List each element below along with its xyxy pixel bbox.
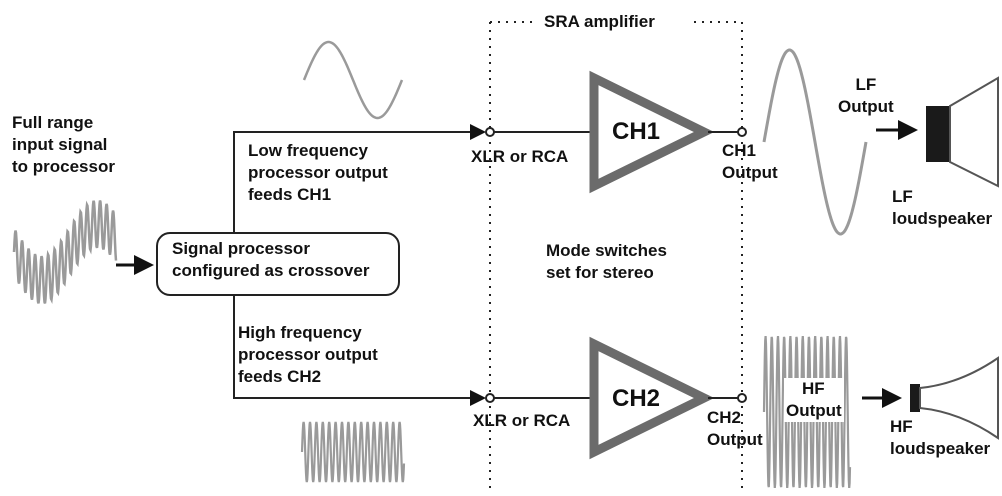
hf-output-label: HF Output — [784, 378, 844, 422]
full-range-input-waveform — [12, 200, 118, 305]
sra-amplifier-boundary — [489, 21, 743, 494]
lf-loudspeaker-label: LF loudspeaker — [892, 187, 993, 228]
ch2-amplifier — [494, 336, 747, 460]
hf-loudspeaker-icon — [910, 356, 999, 440]
lf-loudspeaker-icon — [926, 76, 999, 188]
ch2-name: CH2 — [612, 385, 661, 412]
ch2-output-label: CH2 Output — [707, 408, 763, 449]
ch1-output-label: CH1 Output — [722, 141, 778, 182]
lf-output-label: LF Output — [838, 75, 894, 116]
signal-processor-box — [156, 232, 400, 296]
high-frequency-feed-label: High frequency processor output feeds CH… — [238, 323, 378, 386]
hf-loudspeaker-label: HF loudspeaker — [890, 417, 991, 458]
mode-switches-label: Mode switches set for stereo — [546, 241, 667, 282]
ch1-input-label: XLR or RCA — [471, 147, 569, 166]
lf-arrow-icon — [876, 120, 918, 140]
low-frequency-feed-label: Low frequency processor output feeds CH1 — [248, 141, 388, 204]
ch1-name: CH1 — [612, 118, 661, 145]
signal-processor-label: Signal processor configured as crossover — [172, 239, 370, 280]
hf-output-waveform — [762, 336, 852, 488]
input-arrow-icon — [116, 255, 154, 275]
ch1-amplifier — [494, 70, 747, 194]
input-signal-label: Full range input signal to processor — [12, 113, 115, 176]
ch2-input-label: XLR or RCA — [473, 411, 571, 430]
hf-arrow-icon — [862, 388, 902, 408]
low-frequency-waveform — [302, 40, 404, 120]
high-frequency-signal-line — [233, 296, 495, 406]
lf-output-waveform — [762, 48, 868, 236]
high-frequency-waveform — [300, 421, 406, 483]
sra-amplifier-title: SRA amplifier — [544, 12, 655, 31]
